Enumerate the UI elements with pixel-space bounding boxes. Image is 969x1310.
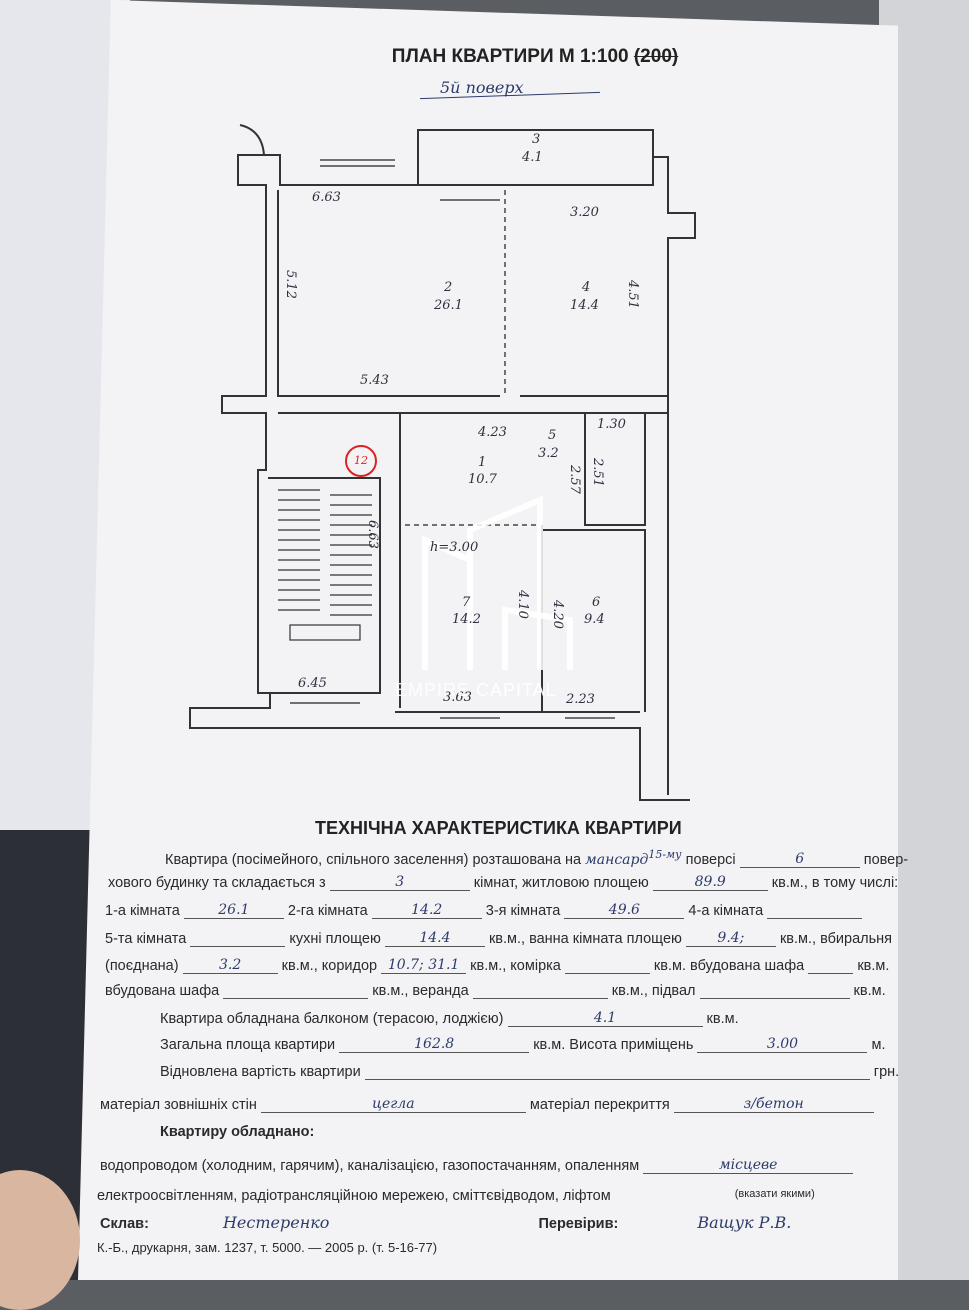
dim-label: 4.20 xyxy=(550,600,565,629)
room-7-area: 14.2 xyxy=(452,612,481,627)
room-4-num: 4 xyxy=(582,280,591,295)
stair-treads xyxy=(278,489,372,641)
spec-row-12: водопроводом (холодним, гарячим), каналі… xyxy=(100,1157,854,1174)
spec-row-13: електроосвітленням, радіотрансляційною м… xyxy=(97,1188,815,1204)
dim-label: 4.10 xyxy=(515,590,530,619)
field-wc: 3.2 xyxy=(218,957,242,973)
dim-label: 4.23 xyxy=(478,425,507,440)
room-5-area: 3.2 xyxy=(538,446,559,461)
spec-row-2: хового будинку та складається з 3 кімнат… xyxy=(108,874,899,891)
spec-equipped-heading: Квартиру обладнано: xyxy=(160,1124,315,1140)
spec-row-7: Квартира обладнана балконом (терасою, ло… xyxy=(160,1010,739,1027)
field-wall-material: цегла xyxy=(372,1096,415,1112)
stair-box xyxy=(268,477,381,694)
dim-label: 1.30 xyxy=(597,417,626,432)
field-corridor: 10.7; 31.1 xyxy=(387,957,460,973)
room-5-num: 5 xyxy=(548,428,557,443)
dim-label: 5.12 xyxy=(283,270,298,299)
dim-label: 6.63 xyxy=(365,520,380,549)
dim-label: 6.45 xyxy=(298,676,327,691)
room-2-num: 2 xyxy=(444,280,453,295)
room-1-num: 1 xyxy=(478,455,487,470)
room-3-num: 3 xyxy=(532,132,541,147)
spec-row-14: Склав: Нестеренко Перевірив: Ващук Р.В. xyxy=(100,1213,792,1232)
dim-label: 3.63 xyxy=(443,690,472,705)
field-floor-no: 6 xyxy=(795,850,805,867)
composer-name: Нестеренко xyxy=(222,1213,330,1232)
field-total-area: 162.8 xyxy=(414,1036,455,1052)
field-kitchen: 14.4 xyxy=(419,930,451,946)
plan-title: ПЛАН КВАРТИРИ М 1:100 (200) xyxy=(391,46,679,67)
spec-row-10: матеріал зовнішніх стін цегла матеріал п… xyxy=(100,1096,874,1113)
field-heating: місцеве xyxy=(719,1157,778,1173)
room-7-num: 7 xyxy=(462,595,471,610)
field-height: 3.00 xyxy=(766,1036,799,1052)
floor-plan xyxy=(189,124,696,801)
door-arc-top xyxy=(237,154,281,160)
outer-wall-right xyxy=(279,156,696,795)
hint-specify: (вказати якими) xyxy=(734,1188,815,1200)
spec-row-5: (поєднана) 3.2 кв.м., коридор 10.7; 31.1… xyxy=(105,957,890,974)
document-sheet xyxy=(78,0,898,1280)
field-room2: 14.2 xyxy=(411,902,443,918)
field-ceiling-material: з/бетон xyxy=(743,1096,804,1112)
field-room1: 26.1 xyxy=(218,902,250,918)
wall-room5 xyxy=(584,413,646,526)
dim-label: 2.23 xyxy=(566,692,595,707)
checker-name: Ващук Р.В. xyxy=(697,1213,792,1232)
field-floor-super: 15-му xyxy=(648,848,682,861)
room-3-area: 4.1 xyxy=(522,150,543,165)
field-room3: 49.6 xyxy=(608,902,640,918)
spec-row-8: Загальна площа квартири 162.8 кв.м. Висо… xyxy=(160,1036,886,1053)
field-balcony: 4.1 xyxy=(593,1010,617,1026)
apartment-number-stamp: 12 xyxy=(345,445,377,477)
print-info: К.-Б., друкарня, зам. 1237, т. 5000. — 2… xyxy=(97,1240,438,1255)
floor-note: 5й поверх xyxy=(440,78,524,97)
watermark-logo xyxy=(422,495,573,670)
field-floor-type: мансард xyxy=(585,851,649,868)
field-rooms: 3 xyxy=(395,874,405,890)
dim-label: 6.63 xyxy=(312,190,341,205)
struck-scale: (200) xyxy=(633,46,679,67)
room-6-num: 6 xyxy=(592,595,601,610)
watermark-text: EMPIRE CAPITAL xyxy=(395,680,557,700)
room-2-area: 26.1 xyxy=(434,298,463,313)
spec-row-9: Відновлена вартість квартири грн. xyxy=(160,1064,900,1080)
room-6-area: 9.4 xyxy=(584,612,605,627)
dim-label: h=3.00 xyxy=(430,540,479,555)
spec-row-4: 5-та кімната кухні площею 14.4 кв.м., ва… xyxy=(105,930,893,947)
spec-row-1: Квартира (посімейного, спільного заселен… xyxy=(165,848,909,868)
spec-row-6: вбудована шафа кв.м., веранда кв.м., під… xyxy=(105,983,886,999)
room-4-area: 14.4 xyxy=(570,298,599,313)
spec-row-3: 1-а кімната 26.1 2-га кімната 14.2 3-я к… xyxy=(105,902,863,919)
outer-wall-left xyxy=(189,158,690,801)
room-1-area: 10.7 xyxy=(468,472,497,487)
spec-title: ТЕХНІЧНА ХАРАКТЕРИСТИКА КВАРТИРИ xyxy=(315,818,682,838)
door-swing-arc xyxy=(239,124,265,156)
dim-label: 4.51 xyxy=(625,280,640,309)
dim-label: 5.43 xyxy=(360,373,389,388)
dim-label: 3.20 xyxy=(570,205,599,220)
dim-label: 2.51 xyxy=(590,458,605,487)
field-living-area: 89.9 xyxy=(694,874,726,890)
wall-rooms-2-4 xyxy=(277,190,668,397)
field-bath: 9.4; xyxy=(717,930,745,946)
dim-label: 2.57 xyxy=(567,465,582,494)
